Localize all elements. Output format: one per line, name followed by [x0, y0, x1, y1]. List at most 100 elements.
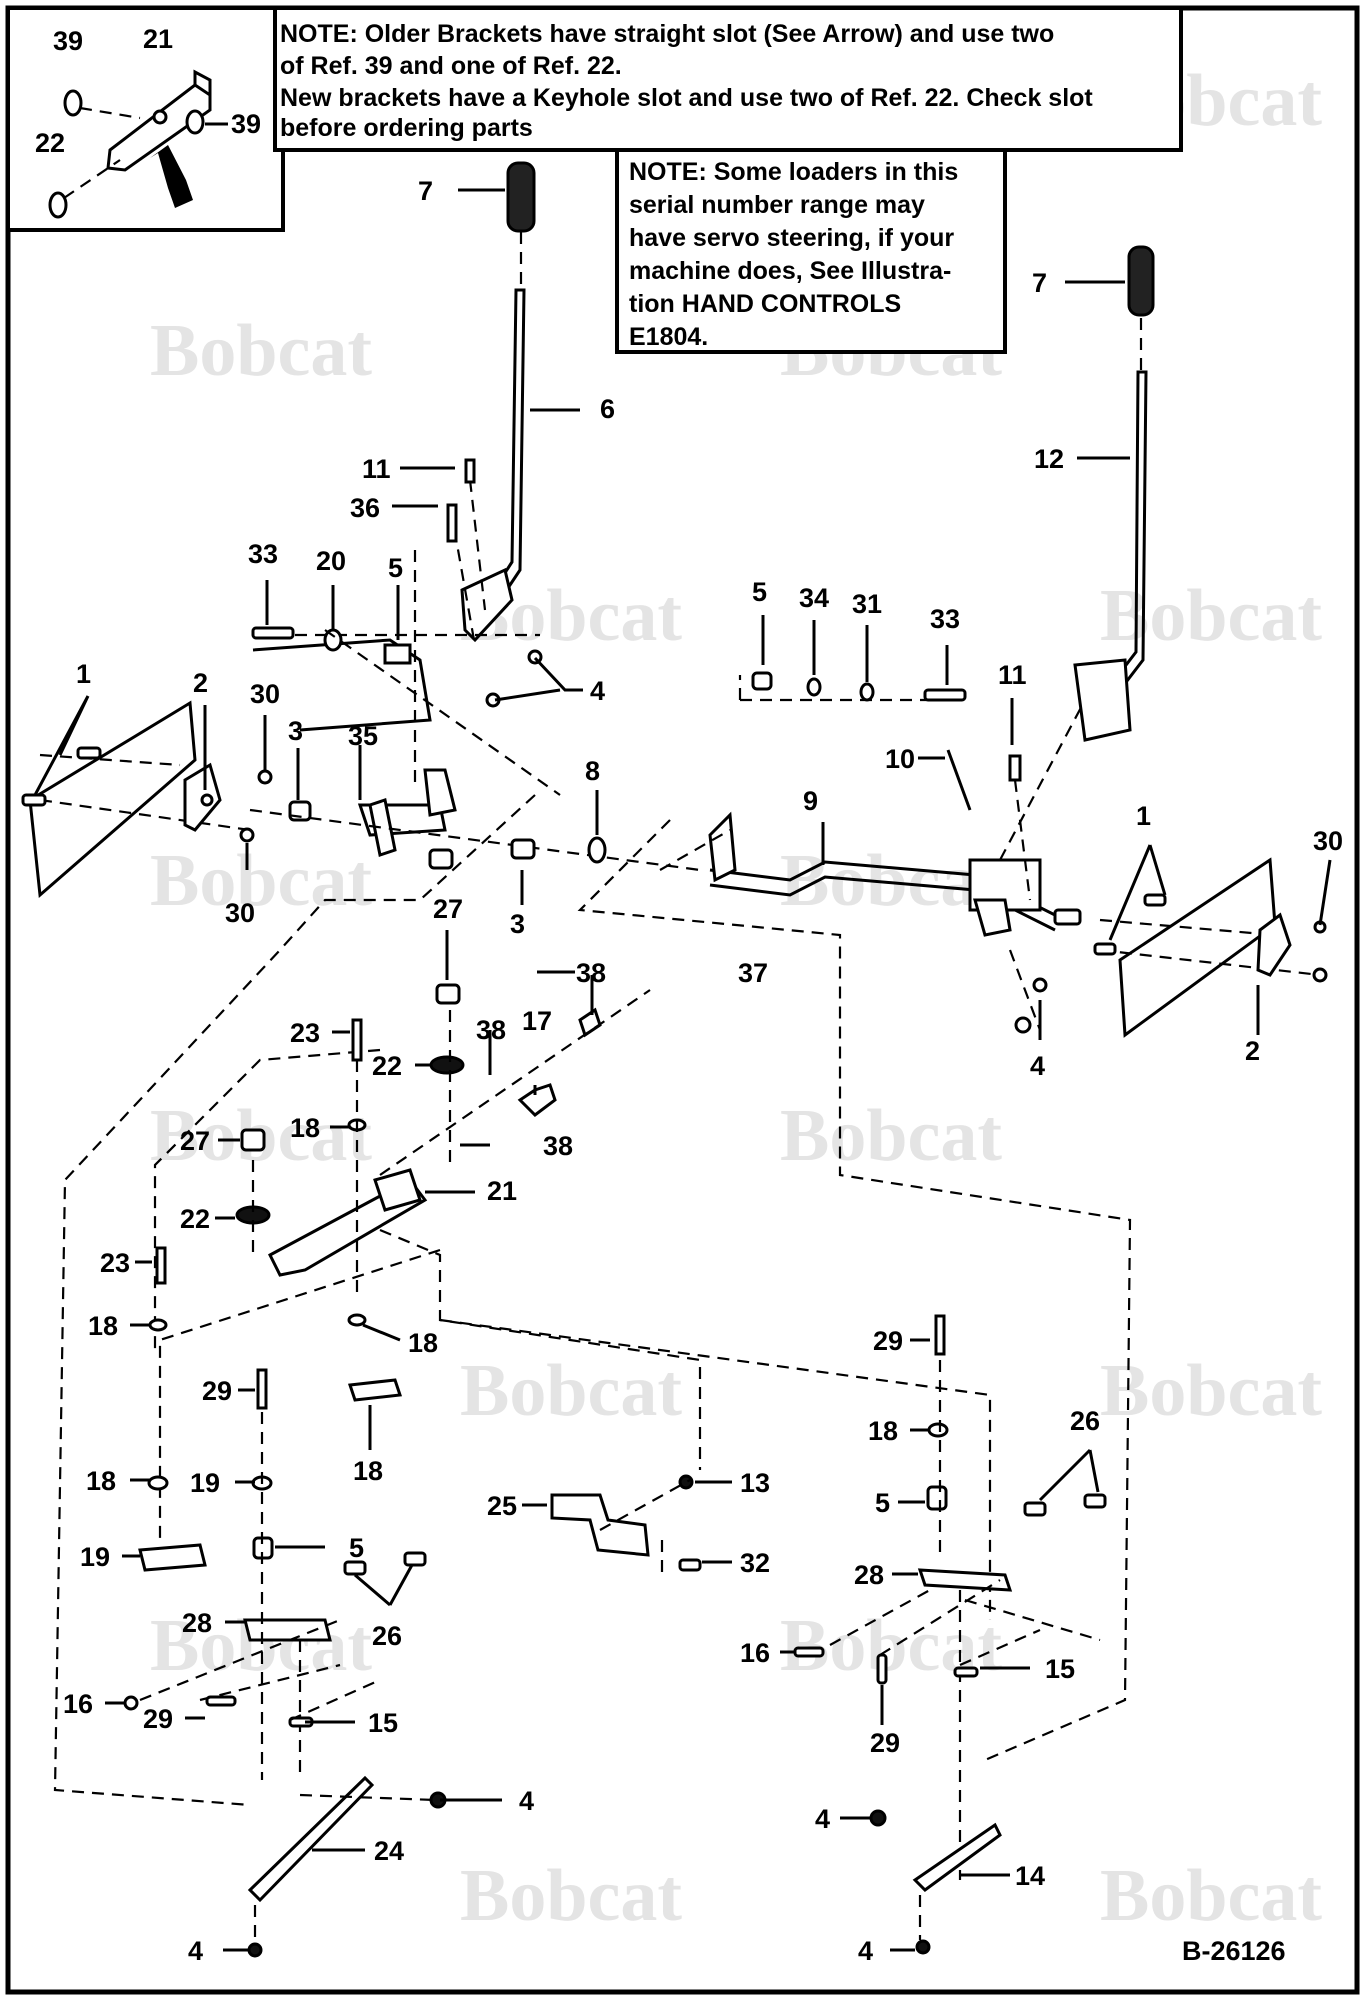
callout-label: 2: [193, 668, 208, 698]
callout-label: 26: [1070, 1406, 1100, 1436]
callout-label: 20: [316, 546, 346, 576]
callout-label: 38: [576, 958, 606, 988]
callout-label: 13: [740, 1468, 770, 1498]
watermark-text: Bobcat: [150, 310, 372, 392]
callout-label: 30: [225, 898, 255, 928]
callout-label: 5: [875, 1488, 890, 1518]
callout-label: 26: [372, 1621, 402, 1651]
callout-label: 4: [858, 1936, 873, 1966]
parts-drawing: [21, 161, 1328, 1958]
callout-label: 11: [362, 454, 391, 484]
callout-label: 36: [350, 493, 380, 523]
callout-label: 15: [368, 1708, 398, 1738]
callout-label: 18: [353, 1456, 383, 1486]
callout-label: 22: [180, 1204, 210, 1234]
callout-label: 25: [487, 1491, 517, 1521]
inset-label-21: 21: [143, 24, 173, 54]
callout-label: 1: [1136, 801, 1151, 831]
watermark-text: Bobcat: [780, 1095, 1002, 1177]
callout-label: 14: [1015, 1861, 1045, 1891]
watermark-text: Bobcat: [1100, 575, 1322, 657]
callout-label: 12: [1034, 444, 1064, 474]
callout-label: 34: [799, 583, 829, 613]
callout-label: 22: [372, 1051, 402, 1081]
callout-label: 3: [288, 716, 303, 746]
watermark-text: Bobcat: [460, 1350, 682, 1432]
callout-label: 38: [476, 1015, 506, 1045]
callout-label: 4: [590, 676, 605, 706]
callout-label: 15: [1045, 1654, 1075, 1684]
callout-label: 6: [600, 394, 615, 424]
inset-label-39-right: 39: [231, 109, 261, 139]
callout-label: 33: [930, 604, 960, 634]
callout-label: 35: [348, 721, 378, 751]
servo-note-line-2: serial number range may: [629, 191, 925, 219]
callout-label: 1: [76, 659, 91, 689]
callout-label: 19: [190, 1468, 220, 1498]
callout-label: 11: [998, 660, 1027, 690]
callout-label: 4: [1030, 1051, 1045, 1081]
callout-label: 19: [80, 1542, 110, 1572]
servo-note-line-5: tion HAND CONTROLS: [629, 290, 901, 318]
callout-label: 31: [852, 589, 882, 619]
figure-id: B-26126: [1182, 1936, 1286, 1966]
callout-label: 18: [408, 1328, 438, 1358]
inset-label-22: 22: [35, 128, 65, 158]
callout-label: 5: [349, 1533, 364, 1563]
callout-label: 9: [803, 786, 818, 816]
servo-note-line-6: E1804.: [629, 323, 708, 351]
callout-label: 37: [738, 958, 768, 988]
callout-label: 33: [248, 539, 278, 569]
bracket-note-line-1: NOTE: Older Brackets have straight slot …: [280, 20, 1054, 48]
callout-label: 3: [510, 909, 525, 939]
callout-label: 8: [585, 756, 600, 786]
watermark-text: Bobcat: [1100, 1855, 1322, 1937]
callout-label: 10: [885, 744, 915, 774]
callout-label: 27: [180, 1126, 210, 1156]
callout-label: 18: [868, 1416, 898, 1446]
callout-label: 30: [1313, 826, 1343, 856]
callout-label: 38: [543, 1131, 573, 1161]
servo-note-box: [615, 148, 1007, 354]
callout-label: 29: [143, 1704, 173, 1734]
callout-leaders: [33, 188, 1332, 1952]
callout-label: 24: [374, 1836, 404, 1866]
callout-label: 4: [188, 1936, 203, 1966]
callout-label: 23: [290, 1018, 320, 1048]
callout-label: 27: [433, 894, 463, 924]
callout-label: 23: [100, 1248, 130, 1278]
callout-label: 7: [1032, 268, 1047, 298]
callout-label: 2: [1245, 1036, 1260, 1066]
callout-label: 4: [519, 1786, 534, 1816]
servo-note-line-4: machine does, See Illustra-: [629, 257, 951, 285]
servo-note-line-1: NOTE: Some loaders in this: [629, 158, 958, 186]
callout-label: 21: [487, 1176, 517, 1206]
callout-label: 32: [740, 1548, 770, 1578]
callout-label: 18: [290, 1113, 320, 1143]
bracket-note-line-3: New brackets have a Keyhole slot and use…: [280, 84, 1093, 112]
bracket-note-line-4: before ordering parts: [280, 114, 533, 142]
callout-label: 29: [870, 1728, 900, 1758]
callout-label: 4: [815, 1804, 830, 1834]
callout-label: 16: [63, 1689, 93, 1719]
inset-bracket-drawing: [48, 69, 212, 219]
callout-label: 7: [418, 176, 433, 206]
bracket-note-box: [273, 6, 1183, 152]
servo-note-line-3: have servo steering, if your: [629, 224, 954, 252]
inset-arrow-icon: [150, 145, 193, 208]
inset-label-39-top: 39: [53, 26, 83, 56]
callout-label: 18: [88, 1311, 118, 1341]
callout-label: 28: [854, 1560, 884, 1590]
callout-label: 29: [202, 1376, 232, 1406]
bracket-note-line-2: of Ref. 39 and one of Ref. 22.: [280, 52, 622, 80]
callout-label: 5: [388, 553, 403, 583]
watermark-text: Bobcat: [460, 1855, 682, 1937]
callout-label: 28: [182, 1608, 212, 1638]
watermark-text: Bobcat: [150, 840, 372, 922]
callout-label: 16: [740, 1638, 770, 1668]
watermark-text: Bobcat: [1100, 1350, 1322, 1432]
callout-label: 17: [522, 1006, 552, 1036]
